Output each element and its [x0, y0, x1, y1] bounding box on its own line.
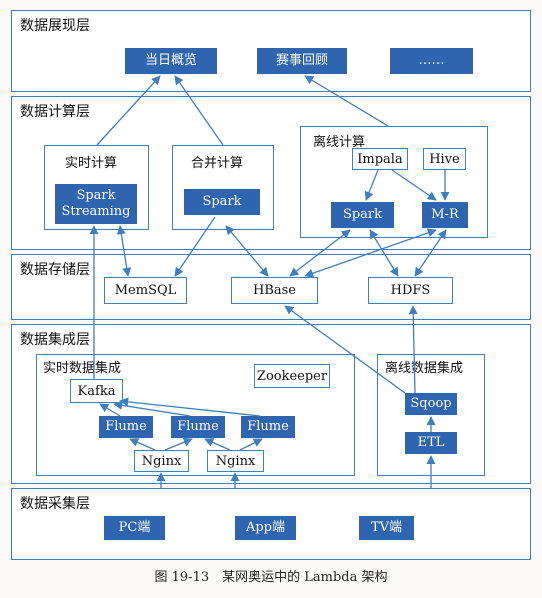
mr-box: M-R [422, 202, 468, 228]
etl-box: ETL [405, 432, 457, 454]
today-overview-box: 当日概览 [125, 48, 217, 74]
offline-integration-title: 离线数据集成 [385, 361, 464, 376]
pc-source-box: PC端 [104, 516, 165, 540]
flume-box-2: Flume [171, 416, 225, 438]
merge-compute-title: 合并计算 [191, 156, 244, 171]
display-layer-title: 数据展现层 [20, 18, 90, 34]
flume-box-1: Flume [99, 416, 153, 438]
compute-layer-title: 数据计算层 [20, 104, 90, 120]
spark-streaming-box: Spark Streaming [55, 184, 137, 224]
offline-compute-title: 离线计算 [313, 135, 366, 150]
match-review-box: 赛事回顾 [257, 48, 347, 74]
hive-node: Hive [423, 148, 466, 170]
app-source-box: App端 [235, 516, 296, 540]
storage-layer-title: 数据存储层 [20, 262, 90, 278]
sqoop-box: Sqoop [405, 393, 457, 415]
integration-layer-title: 数据集成层 [20, 332, 90, 348]
figure-caption: 图 19-13 某网奥运中的 Lambda 架构 [154, 570, 388, 585]
offline-integration-group: 离线数据集成 [377, 354, 485, 476]
hdfs-node: HDFS [368, 277, 453, 304]
merge-compute-group: 合并计算 [172, 145, 274, 230]
kafka-node: Kafka [70, 379, 123, 403]
realtime-compute-title: 实时计算 [65, 156, 118, 171]
realtime-integration-title: 实时数据集成 [43, 361, 122, 376]
collection-layer-title: 数据采集层 [20, 496, 90, 512]
more-box: …… [390, 48, 473, 74]
hbase-node: HBase [231, 277, 318, 304]
flume-box-3: Flume [241, 416, 295, 438]
memsql-node: MemSQL [104, 277, 187, 304]
merge-spark-box: Spark [184, 189, 260, 215]
offline-spark-box: Spark [331, 202, 394, 228]
impala-node: Impala [352, 148, 408, 170]
nginx-node-2: Nginx [207, 450, 264, 472]
tv-source-box: TV端 [359, 516, 414, 540]
zookeeper-node: Zookeeper [254, 364, 330, 388]
nginx-node-1: Nginx [134, 450, 189, 472]
